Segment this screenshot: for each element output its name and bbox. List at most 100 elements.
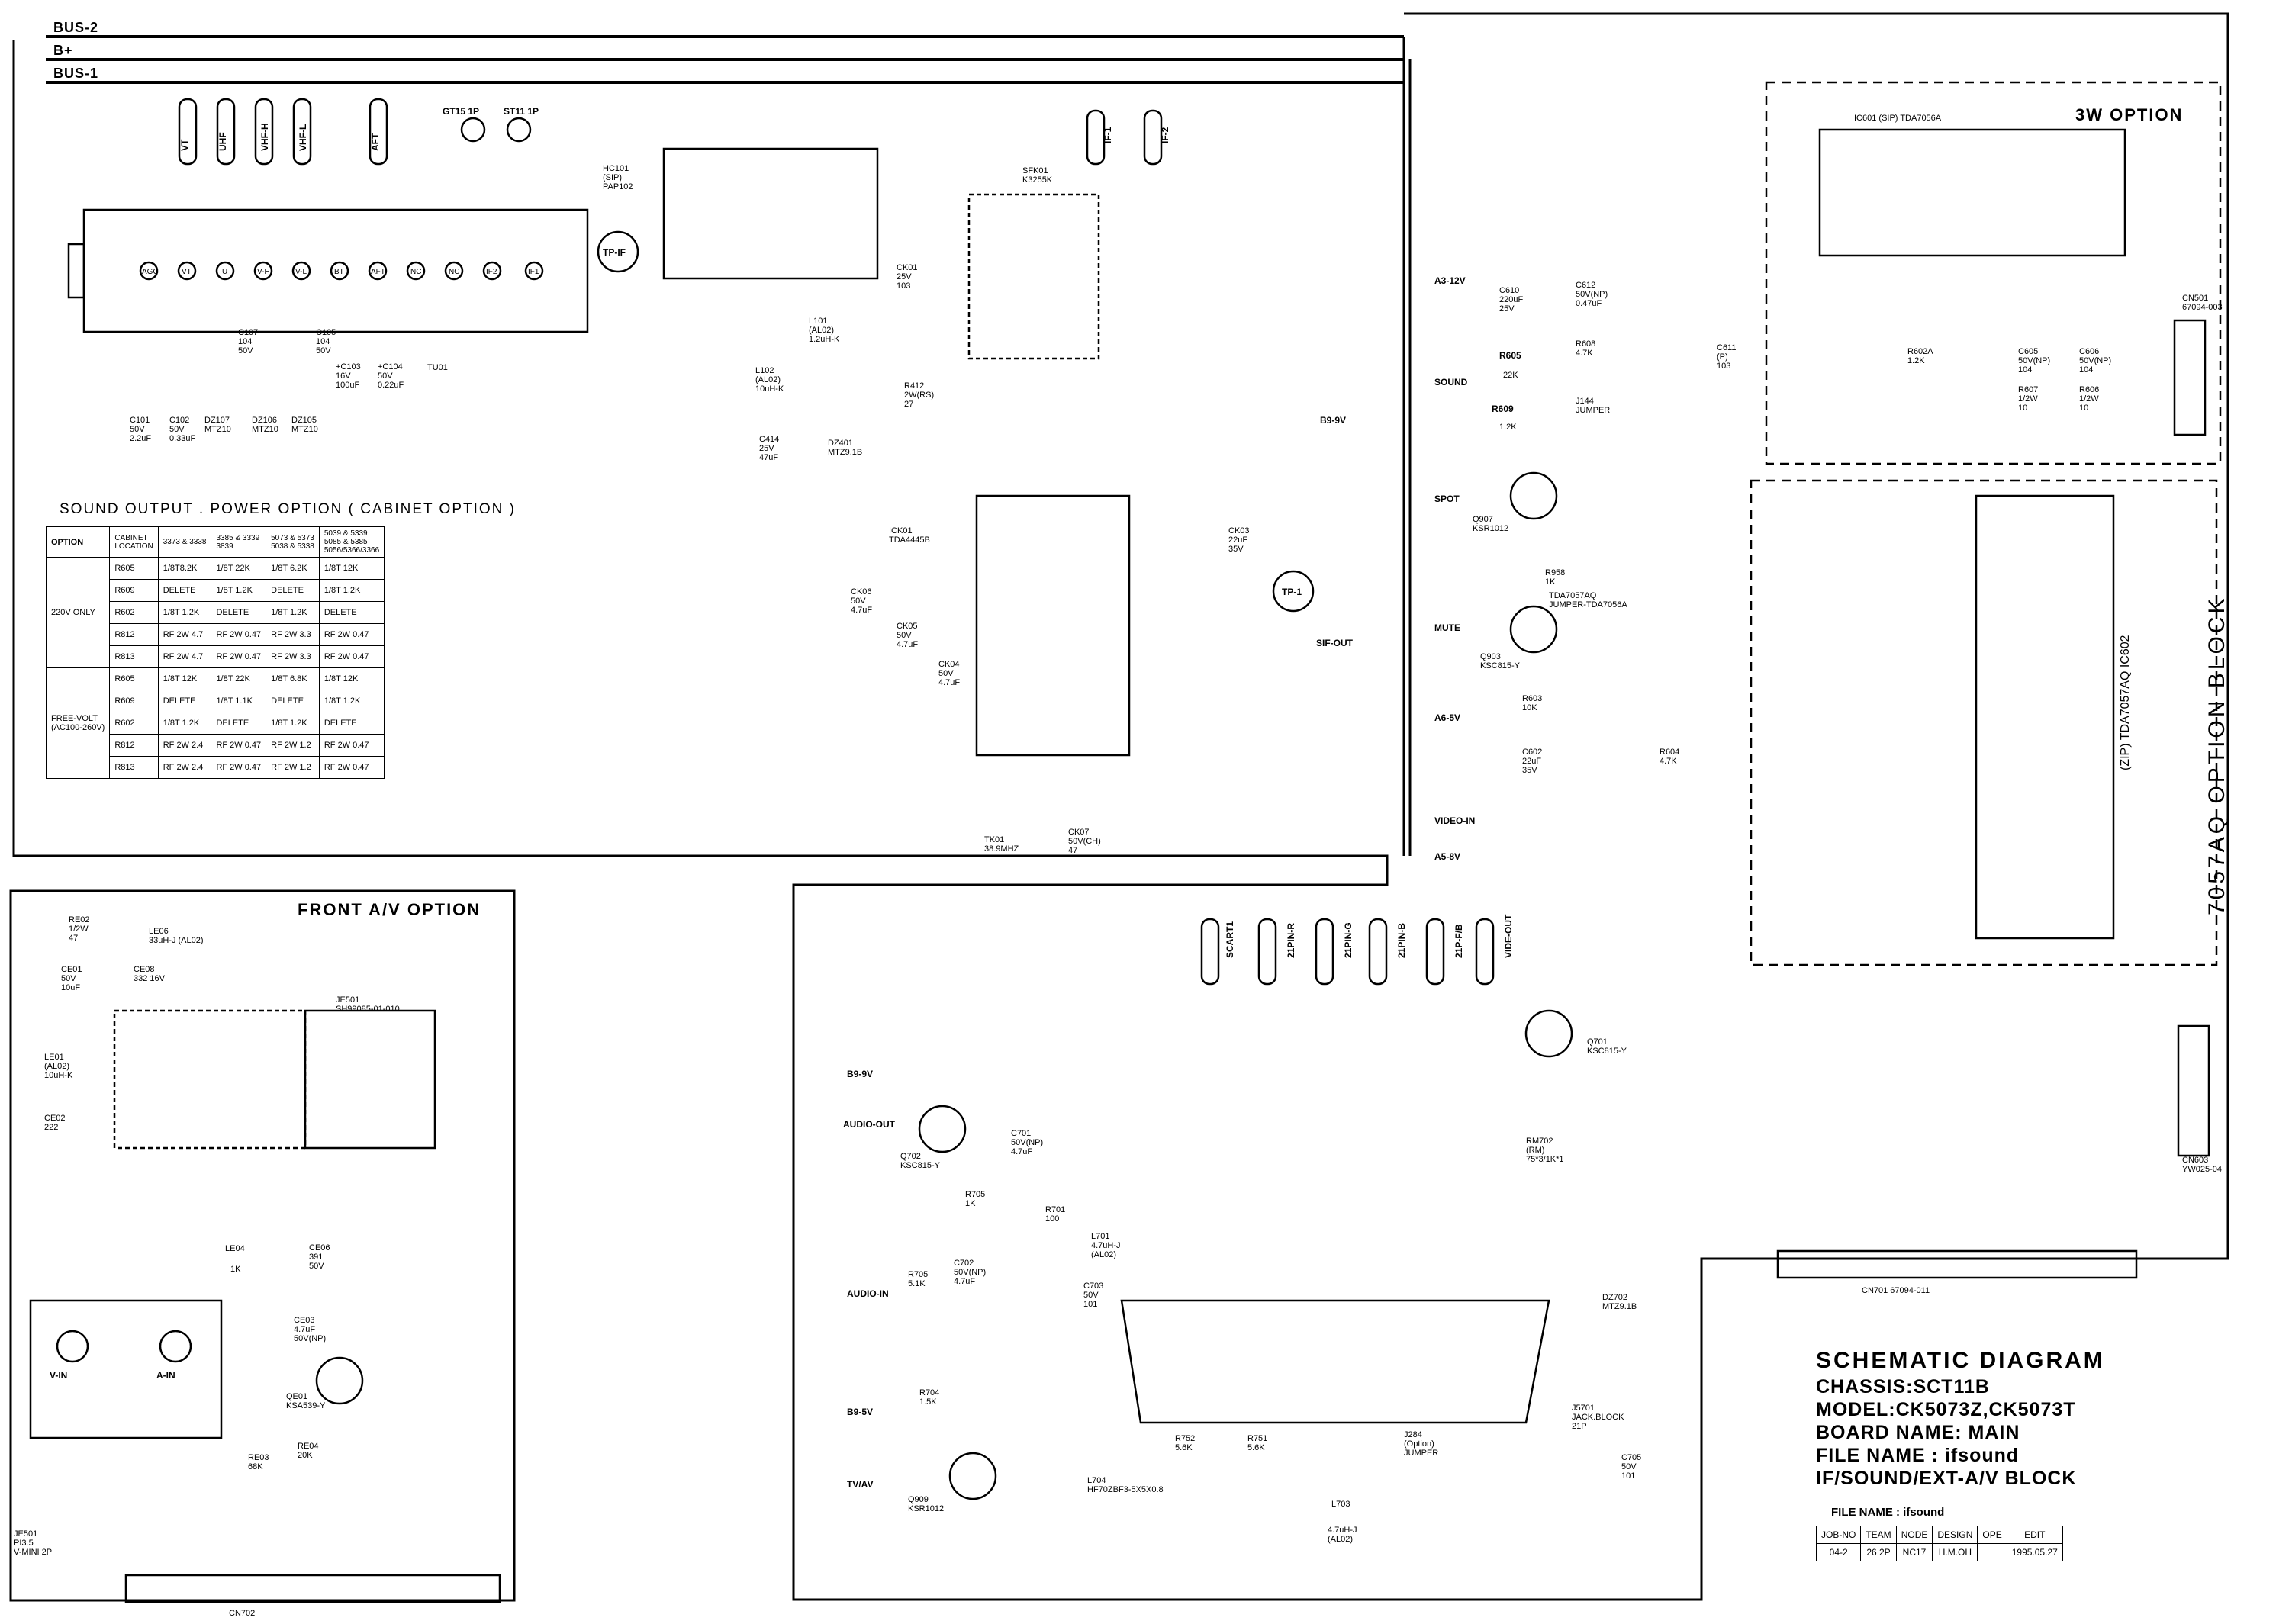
title-block: SCHEMATIC DIAGRAM CHASSIS:SCT11B MODEL:C…	[1816, 1346, 2243, 1490]
le04-value: 1K	[230, 1265, 241, 1274]
hc101-body	[662, 147, 879, 280]
if1-label: IF-1	[1103, 127, 1113, 143]
info-value: 04-2	[1815, 1543, 1862, 1561]
option-value-cell: 1/8T 1.1K	[211, 690, 267, 712]
r751-label: R751 5.6K	[1247, 1434, 1268, 1452]
option-value-cell: DELETE	[266, 690, 320, 712]
c107-label: C107 104 50V	[238, 328, 259, 355]
option-value-cell: RF 2W 0.47	[318, 734, 385, 757]
rm702-label: RM702 (RM) 75*3/1K*1	[1526, 1137, 1564, 1164]
c104-label: +C104 50V 0.22uF	[378, 362, 404, 390]
option-value-cell: DELETE	[157, 579, 212, 602]
tuner-ref: TU01	[427, 363, 448, 372]
av-b9-5v: B9-5V	[847, 1407, 873, 1417]
3w-option-frame	[1765, 81, 2222, 465]
tuner-tab-vt: VT	[179, 139, 190, 151]
conn-a3-12v: A3-12V	[1434, 275, 1466, 286]
bus-1-label: BUS-1	[53, 66, 98, 81]
c103-label: +C103 16V 100uF	[336, 362, 361, 390]
option-value-cell: 1/8T 1.2K	[211, 579, 267, 602]
title-chassis: CHASSIS:SCT11B	[1816, 1376, 1990, 1397]
tuner-pin-nc1: NC	[410, 268, 421, 276]
option-value-cell: RF 2W 3.3	[266, 623, 320, 646]
option-value-cell: DELETE	[318, 601, 385, 624]
cn501-label: CN501 67094-003	[2182, 294, 2223, 312]
title-block-name: IF/SOUND/EXT-A/V BLOCK	[1816, 1468, 2077, 1489]
front-av-frame	[9, 889, 516, 1602]
cn603-label: CN603 YW025-04	[2182, 1156, 2222, 1174]
q701-label: Q701 KSC815-Y	[1587, 1037, 1627, 1056]
info-header-row: JOB-NO TEAM NODE DESIGN OPE EDIT	[1815, 1526, 2063, 1544]
q907-label: Q907 KSR1012	[1473, 515, 1509, 533]
option-value-cell: 1/8T 12K	[157, 667, 212, 690]
c703-label: C703 50V 101	[1083, 1282, 1104, 1309]
tk01-label: TK01 38.9MHZ	[984, 835, 1019, 854]
file-name-small: FILE NAME : ifsound	[1831, 1506, 1945, 1519]
ic602-body	[1975, 494, 2115, 940]
option-value-cell: RF 2W 0.47	[211, 645, 267, 668]
re02-label: RE02 1/2W 47	[69, 915, 90, 943]
c612-label: C612 50V(NP) 0.47uF	[1576, 281, 1608, 308]
option-location-cell: R605	[109, 557, 159, 580]
conn-sif-out: SIF-OUT	[1316, 638, 1354, 648]
re03-label: RE03 68K	[248, 1453, 269, 1471]
l102-label: L102 (AL02) 10uH-K	[755, 366, 784, 394]
l701-label: L701 4.7uH-J (AL02)	[1091, 1232, 1121, 1259]
info-header: NODE	[1895, 1526, 1933, 1544]
option-value-cell: 1/8T 12K	[318, 557, 385, 580]
ce08-label: CE08 332 16V	[134, 965, 165, 983]
option-location-cell: R605	[109, 667, 159, 690]
av-audio-in: AUDIO-IN	[847, 1288, 889, 1299]
option-value-cell: RF 2W 0.47	[318, 645, 385, 668]
option-value-cell: 1/8T 1.2K	[318, 579, 385, 602]
l704-label: L704 HF70ZBF3-5X5X0.8	[1087, 1476, 1164, 1494]
conn-b9-9v: B9-9V	[1320, 415, 1346, 426]
conn-a6-5v: A6-5V	[1434, 712, 1460, 723]
tuner-tab-vhf-l: VHF-L	[298, 124, 308, 151]
tuner-tab-aft: AFT	[370, 133, 381, 151]
ck07-label: CK07 50V(CH) 47	[1068, 828, 1101, 855]
r605-label: R605	[1499, 350, 1521, 361]
tuner-pin-vh: V-H	[257, 268, 270, 276]
info-value: 1995.05.27	[2006, 1543, 2063, 1561]
c105-label: C105 104 50V	[316, 328, 336, 355]
info-header: TEAM	[1860, 1526, 1897, 1544]
r752-label: R752 5.6K	[1175, 1434, 1196, 1452]
front-av-title: FRONT A/V OPTION	[298, 900, 481, 919]
title-board-name: BOARD NAME: MAIN	[1816, 1422, 2020, 1443]
dz401-label: DZ401 MTZ9.1B	[828, 439, 863, 457]
info-value: NC17	[1895, 1543, 1933, 1561]
scart1-label: SCART1	[1225, 921, 1235, 958]
option-column-header: 3373 & 3338	[157, 526, 212, 558]
a-in-label: A-IN	[156, 1370, 175, 1381]
r609-label: R609	[1492, 404, 1514, 414]
tp-1-label: TP-1	[1282, 587, 1302, 597]
info-header: OPE	[1977, 1526, 2007, 1544]
ce02-label: CE02 222	[44, 1114, 66, 1132]
option-column-header: 5073 & 5373 5038 & 5338	[266, 526, 320, 558]
tuner-pin-aft: AFT	[371, 268, 385, 276]
ce06-label: CE06 391 50V	[309, 1243, 330, 1271]
hc101-label: HC101 (SIP) PAP102	[603, 164, 633, 191]
option-group-name: 220V ONLY	[45, 557, 111, 668]
option-value-cell: 1/8T 1.2K	[318, 690, 385, 712]
av-b9-9v: B9-9V	[847, 1069, 873, 1079]
dz105-label: DZ105 MTZ10	[291, 416, 318, 434]
option-value-cell: RF 2W 1.2	[266, 734, 320, 757]
st11-label: ST11 1P	[504, 106, 539, 117]
r602a-label: R602A 1.2K	[1907, 347, 1933, 365]
option-value-cell: 1/8T 12K	[318, 667, 385, 690]
option-value-cell: 1/8T 6.8K	[266, 667, 320, 690]
tp-if-label: TP-IF	[603, 247, 626, 258]
tuner-pin-agc: AGC	[142, 268, 159, 276]
option-column-header: 3385 & 3339 3839	[211, 526, 267, 558]
info-value-row: 04-2 26 2P NC17 H.M.OH 1995.05.27	[1815, 1543, 2063, 1561]
r705b-label: R705 5.1K	[908, 1270, 929, 1288]
